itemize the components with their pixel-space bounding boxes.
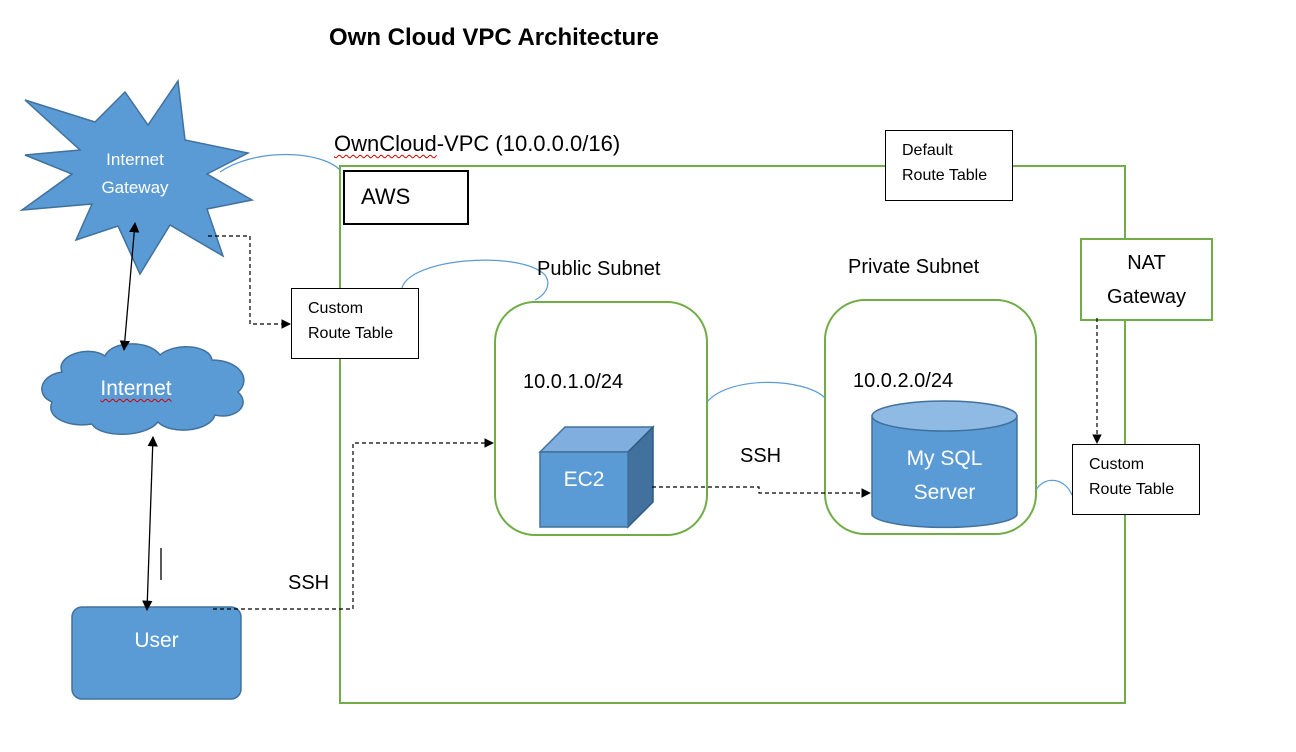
route-table-to-public-subnet-link (401, 259, 549, 301)
default-route-table-line1: Default (902, 142, 953, 159)
custom-route-table-private-line2: Route Table (1089, 481, 1175, 498)
private-subnet-cidr: 10.0.2.0/24 (853, 370, 954, 392)
internet-label: Internet (76, 377, 196, 401)
private-subnet-label: Private Subnet (848, 256, 980, 278)
mysql-cylinder-body (871, 415, 1018, 529)
nat-gateway-box (1080, 238, 1213, 321)
ec2-to-mysql-ssh-arrow (652, 486, 871, 498)
nat-gateway-line2: Gateway (1107, 286, 1186, 308)
aws-label: AWS (361, 184, 411, 209)
user-label: User (134, 629, 179, 652)
vpc-label-name: OwnCloud (334, 131, 437, 156)
public-subnet-label: Public Subnet (537, 258, 661, 280)
default-route-table: Default Route Table (885, 130, 1013, 201)
internet-gateway-line1: Internet (106, 150, 164, 169)
ec2-label: EC2 (563, 468, 605, 491)
internet-label-text: Internet (100, 377, 172, 400)
public-to-private-subnet-link (706, 381, 826, 403)
vpc-label: OwnCloud-VPC (10.0.0.0/16) (334, 131, 620, 156)
internet-gateway-line2: Gateway (101, 178, 169, 197)
internet-user-arrow (142, 435, 158, 612)
ssh-label-ec2-to-db: SSH (740, 445, 782, 467)
nat-gateway-line1: NAT (1127, 252, 1166, 274)
custom-route-table-private-line1: Custom (1089, 456, 1145, 473)
mysql-line2: Server (913, 481, 976, 504)
vpc-boundary (339, 165, 1126, 704)
internet-gateway-shape (19, 78, 255, 276)
public-subnet-cidr: 10.0.1.0/24 (523, 371, 624, 393)
custom-route-table-public-line2: Route Table (308, 325, 394, 342)
custom-route-table-private: Custom Route Table (1072, 444, 1200, 515)
ssh-label-user-to-ec2: SSH (288, 572, 330, 594)
mysql-line1: My SQL (906, 447, 983, 470)
user-to-ec2-ssh-arrow (213, 438, 494, 610)
custom-route-table-public-line1: Custom (308, 300, 364, 317)
igw-to-custom-route-table-arrow (208, 235, 291, 329)
aws-label-box: AWS (343, 170, 469, 225)
igw-internet-arrow (119, 221, 140, 352)
custom-route-table-public: Custom Route Table (291, 288, 419, 359)
igw-to-vpc-link (219, 153, 341, 173)
private-subnet-to-route-table-link (1035, 479, 1073, 496)
mysql-cylinder-top (871, 400, 1018, 432)
vpc-label-cidr: -VPC (10.0.0.0/16) (436, 131, 621, 156)
diagram-title: Own Cloud VPC Architecture (329, 24, 659, 51)
default-route-table-line2: Route Table (902, 167, 988, 184)
ec2-cube-front (539, 451, 629, 528)
